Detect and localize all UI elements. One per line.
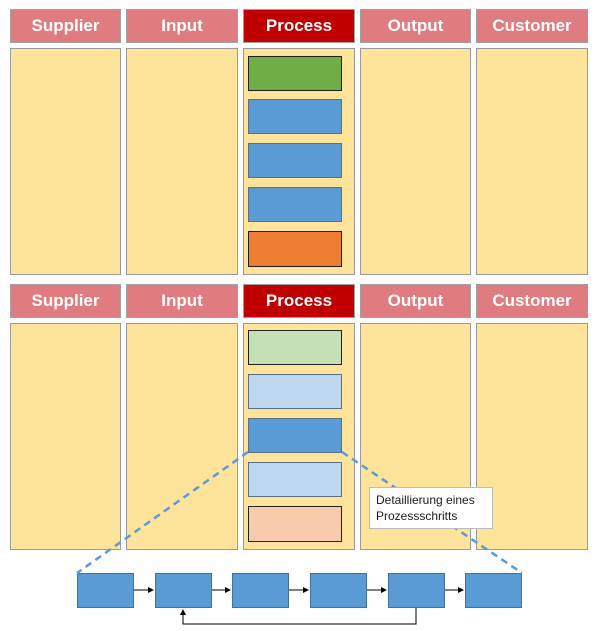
process-step-4 [248, 187, 342, 222]
detail-step-5 [388, 573, 445, 608]
header-output: Output [360, 284, 471, 318]
column-input [126, 48, 238, 275]
header-input: Input [126, 284, 238, 318]
header-customer: Customer [476, 9, 588, 43]
column-supplier [10, 323, 121, 550]
header-supplier: Supplier [10, 284, 121, 318]
column-input [126, 323, 238, 550]
process-step-5 [248, 506, 342, 542]
process-step-1 [248, 56, 342, 91]
process-step-2 [248, 374, 342, 409]
process-step-1 [248, 330, 342, 365]
process-step-3-highlighted [248, 418, 342, 453]
detail-step-1 [77, 573, 134, 608]
column-supplier [10, 48, 121, 275]
header-output: Output [360, 9, 471, 43]
detail-step-4 [310, 573, 367, 608]
feedback-loop-arrow [180, 608, 417, 625]
process-step-5 [248, 231, 342, 267]
detail-step-2 [155, 573, 212, 608]
detail-step-3 [232, 573, 289, 608]
process-step-4 [248, 462, 342, 497]
detail-callout: Detaillierung eines Prozessschritts [369, 487, 493, 529]
process-step-2 [248, 99, 342, 134]
header-process: Process [243, 9, 355, 43]
detail-step-6 [465, 573, 522, 608]
header-customer: Customer [476, 284, 588, 318]
zoom-line-left [76, 450, 249, 575]
header-process: Process [243, 284, 355, 318]
header-supplier: Supplier [10, 9, 121, 43]
process-step-3 [248, 143, 342, 178]
column-customer [476, 48, 588, 275]
column-customer [476, 323, 588, 550]
column-output [360, 48, 471, 275]
header-input: Input [126, 9, 238, 43]
